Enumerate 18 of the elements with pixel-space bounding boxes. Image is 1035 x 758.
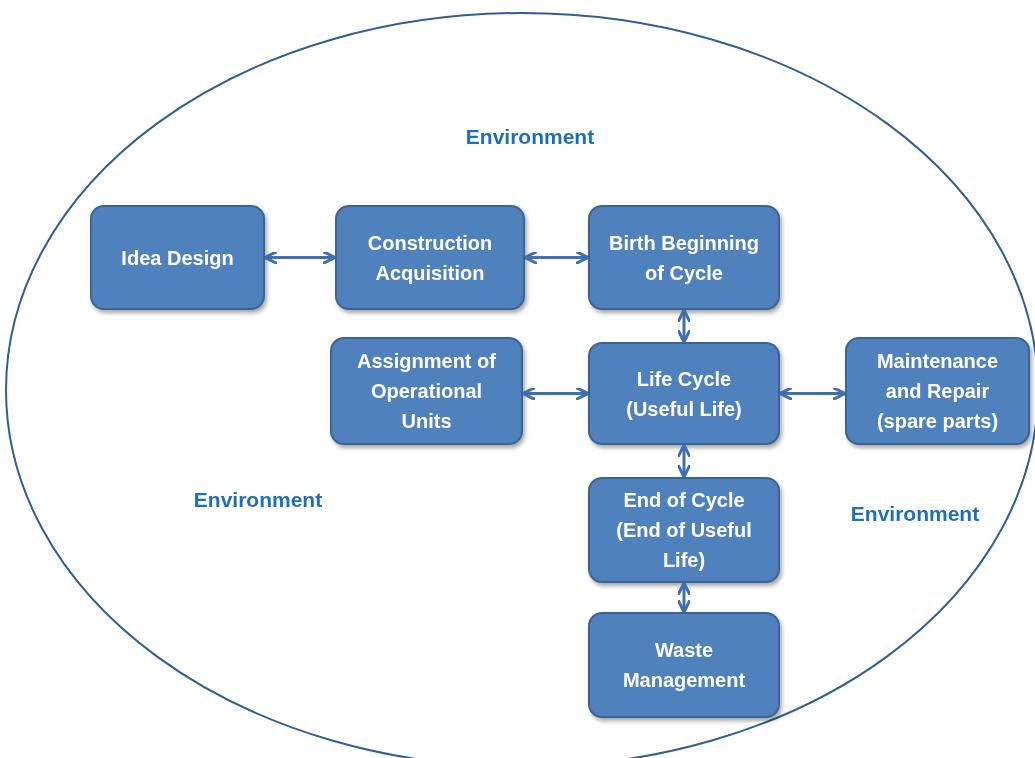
process-box: Maintenance and Repair (spare parts) (845, 337, 1030, 445)
process-box: Idea Design (90, 205, 265, 310)
double-arrow (523, 250, 590, 265)
process-box: End of Cycle (End of Useful Life) (588, 477, 780, 583)
environment-label: Environment (850, 501, 980, 528)
double-arrow (676, 443, 692, 479)
double-arrow (778, 386, 847, 401)
environment-label: Environment (193, 487, 323, 514)
process-box: Life Cycle (Useful Life) (588, 342, 780, 445)
double-arrow (676, 581, 692, 614)
double-arrow (263, 250, 337, 265)
double-arrow (521, 386, 590, 401)
process-box: Assignment of Operational Units (330, 337, 523, 445)
process-box: Birth Beginning of Cycle (588, 205, 780, 310)
process-box: Waste Management (588, 612, 780, 718)
process-box: Construction Acquisition (335, 205, 525, 310)
double-arrow (676, 308, 692, 344)
environment-label: Environment (465, 124, 595, 151)
